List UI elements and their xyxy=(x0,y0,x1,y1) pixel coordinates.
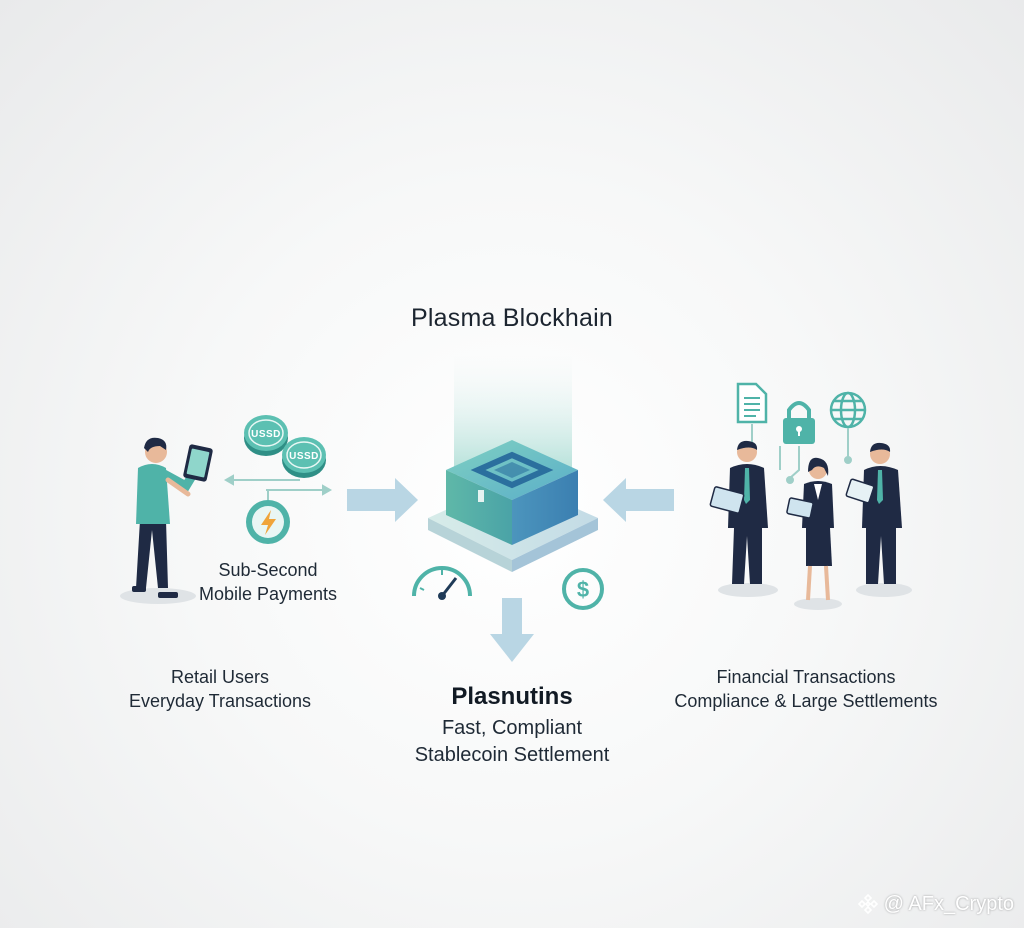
retail-user-figure xyxy=(120,437,197,604)
globe-icon xyxy=(829,391,867,429)
dollar-icon: $ xyxy=(562,568,604,610)
lightning-icon xyxy=(246,500,290,544)
watermark: @ AFx_Crypto xyxy=(856,892,1014,916)
watermark-text: @ AFx_Crypto xyxy=(883,892,1014,915)
output-line2: Stablecoin Settlement xyxy=(414,744,610,766)
plasma-logo-icon xyxy=(470,451,554,489)
left-group-line1: Retail Users xyxy=(170,667,270,687)
arrow-down-to-output xyxy=(490,598,534,662)
right-group-line1: Financial Transactions xyxy=(716,667,896,687)
coin-icon: USSD xyxy=(244,415,288,456)
output-title: Plasnutins xyxy=(451,683,573,710)
speedometer-icon xyxy=(412,566,472,600)
left-feature-label: Sub-Second Mobile Payments xyxy=(188,558,348,606)
left-group-line2: Everyday Transactions xyxy=(128,691,312,711)
document-icon xyxy=(736,382,768,424)
blockchain-cube xyxy=(428,440,598,572)
coin-icon: USSD xyxy=(282,437,326,478)
coin-label-1: USSD xyxy=(251,429,281,440)
diagram-title: Plasma Blockhain xyxy=(411,304,613,332)
binance-logo-icon xyxy=(857,893,878,915)
left-feature-line1: Sub-Second xyxy=(218,560,318,580)
business-man-figure xyxy=(845,442,912,597)
phone-icon xyxy=(183,444,213,482)
arrow-left-to-cube xyxy=(347,478,418,522)
business-man-figure xyxy=(709,440,778,597)
left-feature-line2: Mobile Payments xyxy=(198,584,338,604)
arrow-right-to-cube xyxy=(603,478,674,522)
output-block: Plasnutins Fast, Compliant Stablecoin Se… xyxy=(380,683,644,769)
lock-icon xyxy=(783,401,815,444)
left-group-label: Retail Users Everyday Transactions xyxy=(100,665,340,713)
svg-text:$: $ xyxy=(577,577,589,602)
business-woman-figure xyxy=(786,457,842,610)
connector-lines xyxy=(223,474,333,500)
right-group-label: Financial Transactions Compliance & Larg… xyxy=(656,665,956,713)
output-line1: Fast, Compliant xyxy=(441,717,583,739)
coin-label-2: USSD xyxy=(289,451,319,462)
right-group-line2: Compliance & Large Settlements xyxy=(674,691,938,711)
